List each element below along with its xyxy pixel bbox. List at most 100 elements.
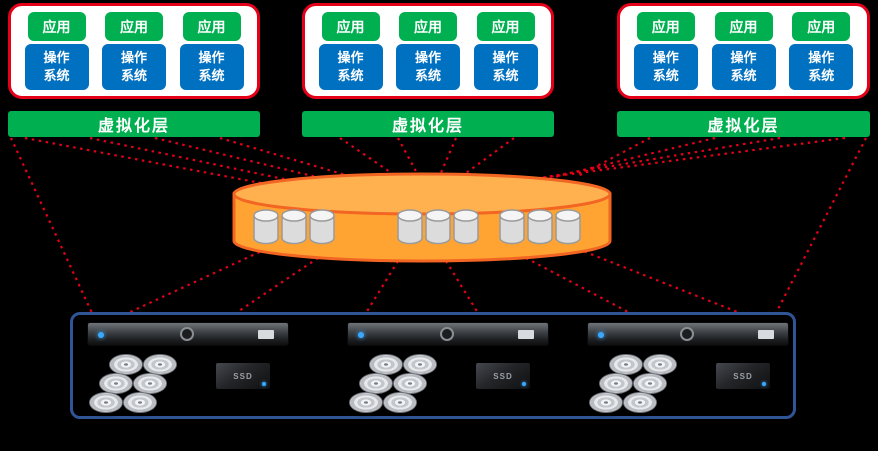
vm-stack: 应用 操作系统 — [318, 12, 383, 90]
server-chassis-icon — [87, 322, 289, 346]
app-label: 应用 — [120, 18, 148, 35]
os-label: 操作系统 — [414, 50, 441, 83]
connector-line — [525, 257, 631, 314]
pool-disk-icons — [253, 209, 581, 245]
app-label: 应用 — [42, 18, 71, 35]
disk-icon — [425, 209, 451, 245]
app-box: 应用 — [182, 12, 241, 41]
connector-line — [154, 136, 322, 180]
server-enclosure: SSD SSD — [70, 312, 796, 419]
virtualization-layer-bar-3: 虚拟化层 — [617, 111, 870, 137]
app-label: 应用 — [414, 18, 442, 35]
app-box: 应用 — [792, 12, 851, 41]
server-chassis-icon — [587, 322, 789, 346]
vm-stack: 应用 操作系统 — [633, 12, 698, 90]
ssd-label: SSD — [233, 371, 253, 381]
app-box: 应用 — [399, 12, 457, 41]
hdd-platter-icon — [133, 373, 167, 394]
hdd-platter-icon — [143, 354, 177, 375]
connector-line — [775, 137, 867, 314]
os-label: 操作系统 — [198, 50, 225, 83]
app-label: 应用 — [729, 18, 758, 35]
storage-pool-top — [232, 172, 612, 216]
os-box: 操作系统 — [24, 44, 89, 90]
chassis-badge — [258, 330, 274, 339]
hdd-platter-icon — [99, 373, 133, 394]
hdd-platter-icon — [403, 354, 437, 375]
vm-group-1: 应用 操作系统 应用 操作系统 应用 操作系统 — [8, 3, 260, 99]
ssd-drive-icon: SSD — [475, 362, 531, 390]
os-label: 操作系统 — [492, 50, 519, 83]
os-box: 操作系统 — [633, 44, 698, 90]
app-box: 应用 — [714, 12, 773, 41]
app-label: 应用 — [491, 18, 520, 35]
virtualization-layer-bar-2: 虚拟化层 — [302, 111, 554, 137]
power-led-icon — [98, 332, 104, 338]
disk-icon — [527, 209, 553, 245]
disk-icon — [281, 209, 307, 245]
power-button-icon — [680, 327, 694, 341]
app-box: 应用 — [321, 12, 380, 41]
app-label: 应用 — [651, 18, 680, 35]
os-label: 操作系统 — [652, 50, 679, 83]
connector-line — [365, 260, 399, 314]
vm-stack: 应用 操作系统 — [24, 12, 89, 90]
power-led-icon — [598, 332, 604, 338]
connector-line — [24, 136, 267, 186]
hdd-platter-icon — [609, 354, 643, 375]
disk-icon — [453, 209, 479, 245]
app-box: 应用 — [636, 12, 695, 41]
virtualization-layer-label: 虚拟化层 — [391, 118, 464, 135]
disk-icon — [253, 209, 279, 245]
disk-icon — [499, 209, 525, 245]
app-box: 应用 — [27, 12, 86, 41]
ssd-led-icon — [262, 382, 266, 386]
server-node-1: SSD — [87, 322, 289, 414]
os-label: 操作系统 — [730, 50, 757, 83]
hdd-cluster — [589, 354, 695, 414]
os-box: 操作系统 — [473, 44, 538, 90]
chassis-badge — [518, 330, 534, 339]
app-label: 应用 — [336, 18, 365, 35]
disk-icon — [397, 209, 423, 245]
hdd-platter-icon — [123, 392, 157, 413]
hdd-cluster — [349, 354, 455, 414]
os-box: 操作系统 — [102, 44, 166, 90]
os-label: 操作系统 — [120, 50, 147, 83]
connector-line — [521, 136, 781, 183]
connector-line — [577, 247, 741, 315]
ssd-led-icon — [762, 382, 766, 386]
vm-stack: 应用 操作系统 — [396, 12, 460, 90]
connector-line — [445, 260, 479, 314]
power-button-icon — [180, 327, 194, 341]
os-box: 操作系统 — [318, 44, 383, 90]
virtualization-layer-label: 虚拟化层 — [707, 118, 780, 135]
hdd-platter-icon — [599, 373, 633, 394]
hdd-platter-icon — [89, 392, 123, 413]
connector-line — [89, 136, 294, 183]
vm-group-2: 应用 操作系统 应用 操作系统 应用 操作系统 — [302, 3, 554, 99]
ssd-label: SSD — [733, 371, 753, 381]
connector-lines — [10, 136, 867, 315]
power-button-icon — [440, 327, 454, 341]
os-label: 操作系统 — [43, 50, 70, 83]
connector-line — [339, 137, 397, 177]
os-label: 操作系统 — [808, 50, 835, 83]
hdd-platter-icon — [109, 354, 143, 375]
vm-stack: 应用 操作系统 — [789, 12, 854, 90]
vm-stack: 应用 操作系统 — [102, 12, 166, 90]
disk-icon — [555, 209, 581, 245]
server-node-3: SSD — [587, 322, 789, 414]
disk-icon — [309, 209, 335, 245]
hdd-platter-icon — [383, 392, 417, 413]
hdd-platter-icon — [633, 373, 667, 394]
virtualization-layer-bar-1: 虚拟化层 — [8, 111, 260, 137]
connector-line — [235, 257, 319, 314]
os-box: 操作系统 — [179, 44, 244, 90]
app-box: 应用 — [105, 12, 163, 41]
hdd-platter-icon — [589, 392, 623, 413]
hdd-cluster — [89, 354, 195, 414]
virtualization-layer-label: 虚拟化层 — [97, 118, 170, 135]
